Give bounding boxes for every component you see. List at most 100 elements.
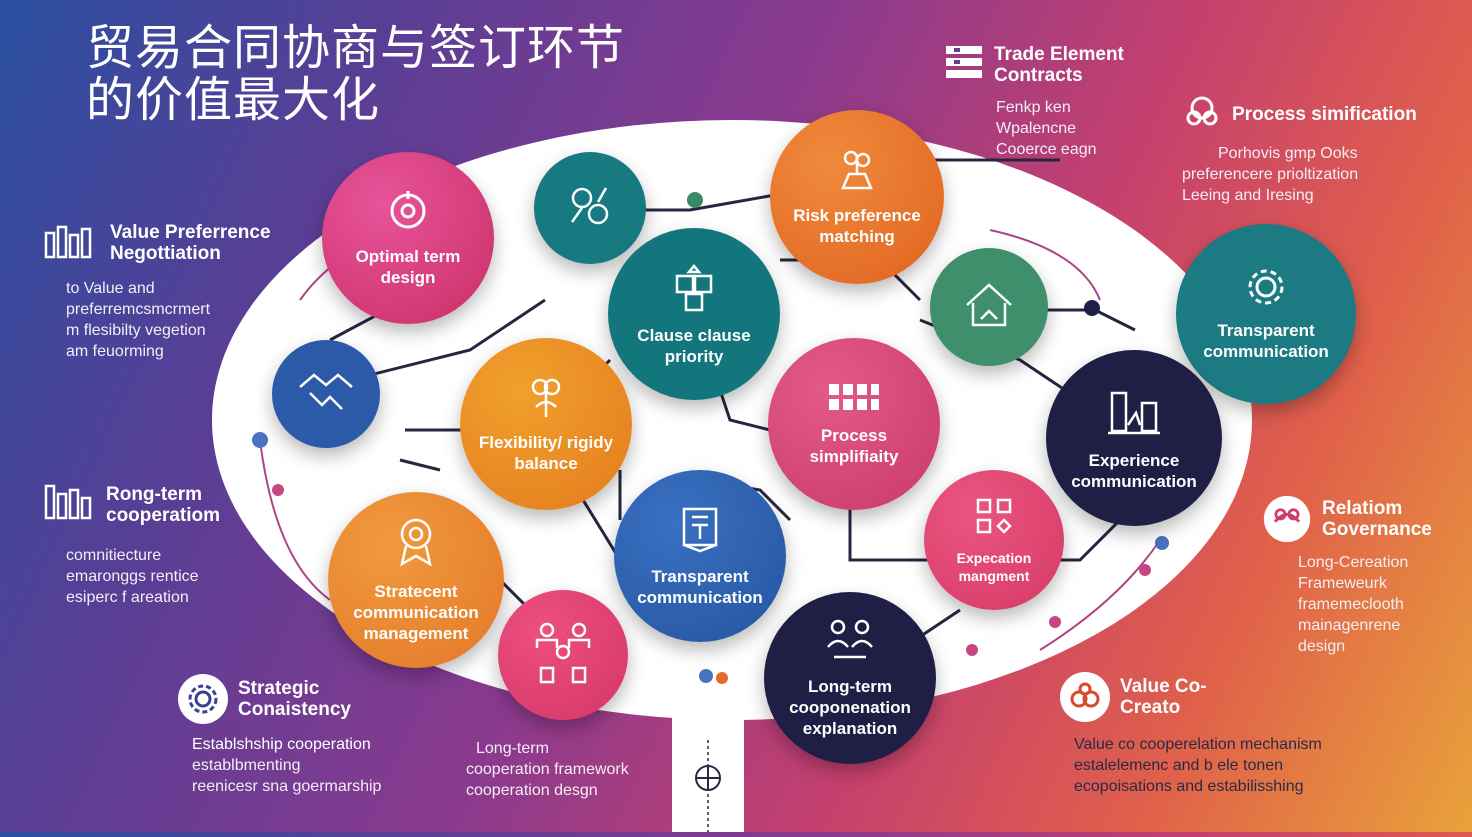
side-line: mainagenrene [1298, 617, 1401, 634]
network-dot [272, 484, 284, 496]
side-heading: Rong-term cooperatiom [106, 483, 221, 526]
grid-icon [44, 482, 96, 527]
handshake-icon [296, 367, 356, 422]
side-line: preferremcsmcrmert [66, 301, 211, 318]
side-rong-term: Rong-term cooperatiom comnitiecture emar… [44, 482, 256, 608]
node-process-center[interactable]: Process simplifiaity [768, 338, 940, 510]
gear-icon [1246, 267, 1286, 312]
gear-icon [178, 674, 228, 724]
node-expectation[interactable]: Expecation mangment [924, 470, 1064, 610]
side-line: estalelemenc and b ele tonen [1074, 757, 1284, 774]
network-dot [716, 672, 728, 684]
document-icon [678, 505, 722, 558]
network-dot [1084, 300, 1100, 316]
side-line: Porhovis gmp Ooks [1218, 145, 1358, 162]
side-heading: Relatiom Governance [1322, 498, 1432, 540]
node-label: Experience communication [1071, 450, 1197, 491]
side-line: design [1298, 638, 1346, 655]
side-line: am feuorming [66, 343, 164, 360]
badge-icon [394, 516, 438, 573]
network-dot [687, 192, 703, 208]
node-label: Flexibility/ rigidy balance [478, 432, 614, 473]
side-trade-contracts: Trade Element Contracts Fenkp ken Wpalen… [944, 42, 1164, 160]
side-heading: Value Preferrence Negottiation [110, 222, 271, 264]
node-label: Clause clause priority [637, 325, 751, 366]
connector-line [399, 458, 441, 472]
node-experience[interactable]: Experience communication [1046, 350, 1222, 526]
side-value-preference: Value Preferrence Negottiation to Value … [44, 222, 290, 362]
side-value-co-creation: Value Co-Creato Value co cooperelation m… [1060, 672, 1322, 797]
people-icon [531, 618, 595, 693]
plant-icon [1182, 92, 1222, 137]
connector-line [329, 298, 546, 387]
side-line: preferencere prioltization [1182, 166, 1359, 183]
node-label: Transparent communication [1203, 320, 1329, 361]
side-line: Value co cooperelation mechanism [1074, 736, 1322, 753]
node-label: Transparent communication [637, 566, 763, 607]
side-line: comnitiecture [66, 547, 162, 564]
node-gears[interactable] [534, 152, 646, 264]
node-label: Long-term cooponenation explanation [789, 677, 911, 738]
side-heading: Strategic Conaistency [238, 678, 351, 720]
side-line: cooperation desgn [466, 782, 598, 799]
network-dot [252, 432, 268, 448]
plant-icon [526, 375, 566, 424]
side-strategic-consistency: Strategic Conaistency Establshship coope… [178, 674, 381, 797]
network-dot [966, 644, 978, 656]
side-heading: Value Co-Creato [1120, 676, 1207, 718]
gears-icon [562, 178, 618, 239]
side-line: Establshship cooperation [192, 736, 371, 753]
node-risk-matching[interactable]: Risk preference matching [770, 110, 944, 284]
side-line: Cooerce eagn [996, 141, 1097, 158]
network-dot [1155, 536, 1169, 550]
side-line: Long-Cereation [1298, 554, 1409, 571]
handshake-icon [1262, 494, 1312, 544]
person-icon [974, 496, 1014, 541]
side-relation-governance: Relatiom Governance Long-Cereation Frame… [1262, 494, 1452, 657]
tree-stem [672, 712, 744, 832]
puzzle-icon [671, 262, 717, 317]
grid-icon [44, 223, 100, 264]
side-line: Long-term [476, 740, 549, 757]
node-flexibility[interactable]: Flexibility/ rigidy balance [460, 338, 632, 510]
house-icon [959, 275, 1019, 340]
side-line: m flesibilty vegetion [66, 322, 206, 339]
curve-line [259, 439, 331, 601]
node-label: Risk preference matching [793, 205, 921, 246]
document-icon [944, 42, 984, 87]
node-optimal-term[interactable]: Optimal term design [322, 152, 494, 324]
side-line: Frameweurk [1298, 575, 1387, 592]
node-handshake[interactable] [272, 340, 380, 448]
side-line: Fenkp ken [996, 99, 1071, 116]
side-line: ecopoisations and estabilisshing [1074, 778, 1304, 795]
title-line-1: 贸易合同协商与签订环节 [86, 20, 626, 76]
side-line: esiperc f areation [66, 589, 189, 606]
curve-line [989, 229, 1101, 301]
target-icon [386, 189, 430, 238]
node-strategic-comm[interactable]: Stratecent communication management [328, 492, 504, 668]
node-long-term[interactable]: Long-term cooponenation explanation [764, 592, 936, 764]
node-transparent-right[interactable]: Transparent communication [1176, 224, 1356, 404]
side-line: to Value and [66, 280, 155, 297]
side-long-term-framework: Long-term cooperation framework cooperat… [466, 738, 629, 801]
side-line: emaronggs rentice [66, 568, 199, 585]
side-heading: Trade Element Contracts [994, 43, 1124, 86]
side-line: reenicesr sna goermarship [192, 778, 382, 795]
title-line-2: 的价值最大化 [86, 72, 381, 128]
side-line: Leeing and Iresing [1182, 187, 1314, 204]
node-house[interactable] [930, 248, 1048, 366]
node-people[interactable] [498, 590, 628, 720]
node-label: Expecation mangment [956, 549, 1032, 584]
plant-icon [833, 148, 881, 197]
people-icon [824, 617, 876, 668]
network-dot [699, 669, 713, 683]
node-label: Optimal term design [355, 246, 461, 287]
page-title: 贸易合同协商与签订环节 的价值最大化 [86, 22, 706, 126]
network-dot [1139, 564, 1151, 576]
node-transparent-center[interactable]: Transparent communication [614, 470, 786, 642]
node-label: Stratecent communication management [353, 582, 479, 643]
node-label: Process simplifiaity [809, 425, 899, 466]
network-dot [1049, 616, 1061, 628]
node-clause-priority[interactable]: Clause clause priority [608, 228, 780, 400]
curve-line [1039, 539, 1161, 651]
